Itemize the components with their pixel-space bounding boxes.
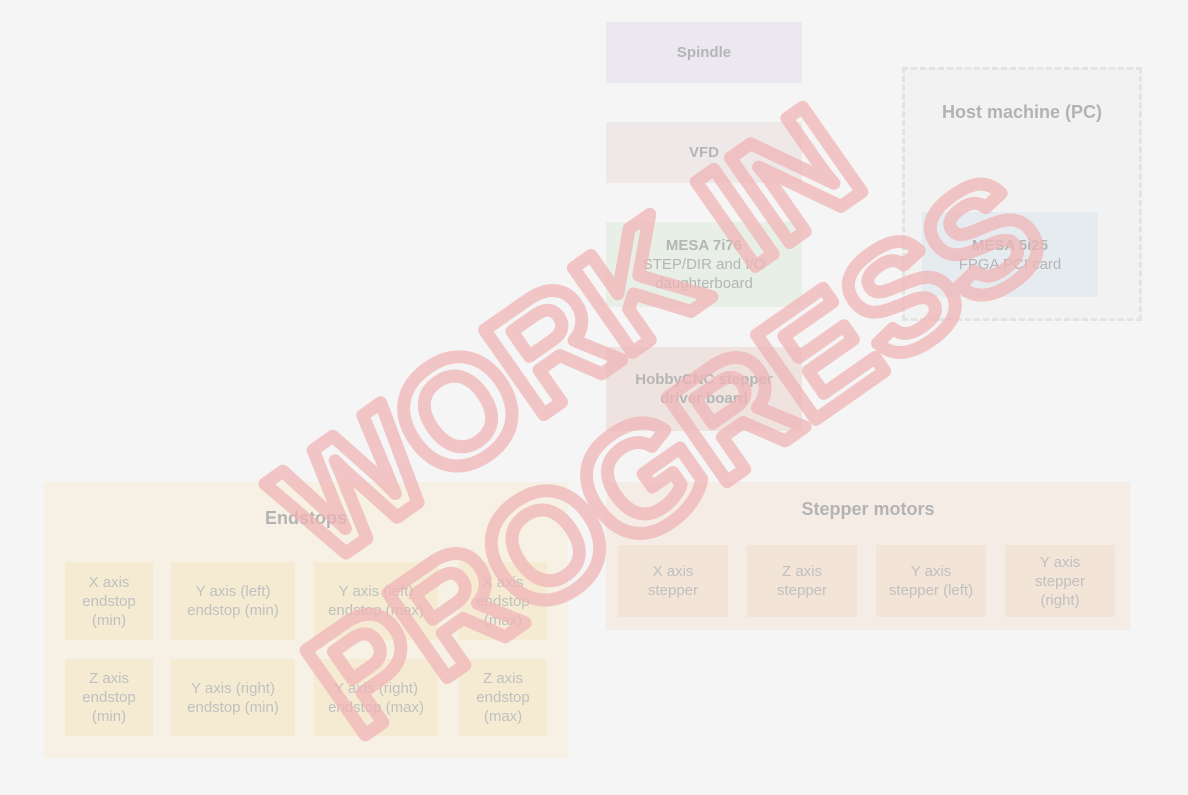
- endstop-y-left-max: Y axis (left) endstop (max): [314, 562, 438, 640]
- endstop-y-right-min: Y axis (right) endstop (min): [171, 659, 295, 736]
- spindle-node: Spindle: [606, 22, 802, 83]
- endstop-x-max: X axis endstop (max): [459, 562, 547, 640]
- spindle-label: Spindle: [676, 44, 732, 61]
- host-machine-group: Host machine (PC) MESA 5i25 FPGA PCI car…: [902, 67, 1142, 321]
- mesa-5i25-desc: FPGA PCI card: [958, 255, 1062, 273]
- endstop-y-left-min: Y axis (left) endstop (min): [171, 562, 295, 640]
- mesa-7i76-desc-1: STEP/DIR and I/O: [642, 256, 766, 273]
- vfd-label: VFD: [689, 144, 719, 161]
- hobbycnc-node: HobbyCNC stepper driver board: [606, 347, 802, 431]
- endstop-x-min: X axis endstop (min): [65, 562, 153, 640]
- mesa-7i76-title: MESA 7i76: [665, 237, 743, 254]
- stepper-y-right: Y axis stepper (right): [1005, 545, 1115, 617]
- stepper-x: X axis stepper: [618, 545, 728, 617]
- stepper-z: Z axis stepper: [747, 545, 857, 617]
- stepper-y-left: Y axis stepper (left): [876, 545, 986, 617]
- mesa-5i25-title: MESA 5i25: [971, 236, 1049, 254]
- mesa-7i76-node: MESA 7i76 STEP/DIR and I/O daughterboard: [606, 222, 802, 307]
- endstops-title: Endstops: [264, 508, 347, 528]
- endstop-z-min: Z axis endstop (min): [65, 659, 153, 736]
- endstop-z-max: Z axis endstop (max): [459, 659, 547, 736]
- stepper-motors-group: Stepper motors X axis stepper Z axis ste…: [606, 482, 1130, 630]
- hobbycnc-title-1: HobbyCNC stepper: [635, 371, 773, 388]
- mesa-5i25-node: MESA 5i25 FPGA PCI card: [922, 212, 1098, 297]
- mesa-7i76-desc-2: daughterboard: [655, 275, 753, 292]
- stepper-motors-title: Stepper motors: [801, 499, 935, 519]
- vfd-node: VFD: [606, 122, 802, 183]
- host-machine-title: Host machine (PC): [941, 102, 1103, 122]
- hobbycnc-title-2: driver board: [660, 390, 748, 407]
- endstop-y-right-max: Y axis (right) endstop (max): [314, 659, 438, 736]
- endstops-group: Endstops X axis endstop (min) Y axis (le…: [44, 482, 568, 758]
